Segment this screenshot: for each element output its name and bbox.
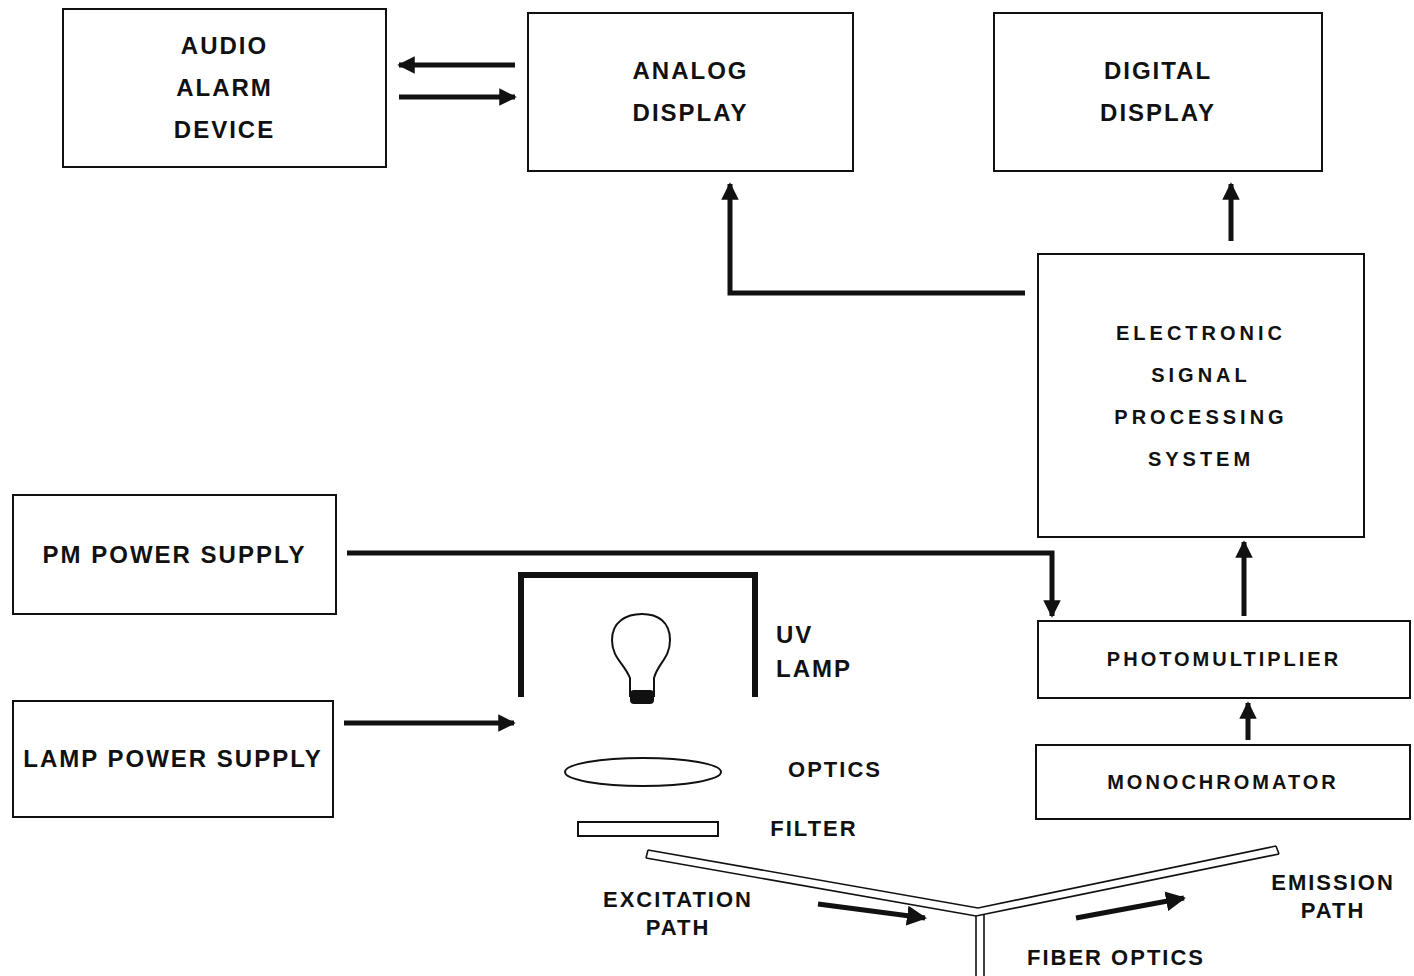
part-label: EMISSION PATH <box>1245 869 1414 924</box>
monochromator-box: MONOCHROMATOR <box>1035 744 1411 820</box>
signal-arrow <box>399 63 515 68</box>
signal-arrow <box>347 553 1052 616</box>
box-label: PHOTOMULTIPLIER <box>1107 642 1341 677</box>
box-label: DIGITAL DISPLAY <box>1073 50 1243 134</box>
power-supply-box: LAMP POWER SUPPLY <box>12 700 334 818</box>
signal-arrow <box>1242 542 1247 616</box>
part-label: OPTICS <box>762 756 908 784</box>
display-box: ANALOG DISPLAY <box>527 12 854 172</box>
box-label: MONOCHROMATOR <box>1107 765 1339 800</box>
power-supply-box: PM POWER SUPPLY <box>12 494 337 615</box>
signal-arrow <box>1229 184 1234 241</box>
signal-arrow <box>730 184 1025 293</box>
optics-lens <box>565 758 721 786</box>
part-label: FILTER <box>746 815 882 843</box>
box-label: LAMP POWER SUPPLY <box>23 737 322 780</box>
lamp-housing: UV LAMP <box>518 572 758 697</box>
box-label: AUDIO ALARM DEVICE <box>145 25 305 151</box>
part-label: UV LAMP <box>776 618 866 685</box>
part-label: FIBER OPTICS <box>998 944 1234 972</box>
signal-arrow <box>399 95 515 100</box>
signal-arrow <box>1246 703 1251 740</box>
box-label: ELECTRONIC SIGNAL PROCESSING SYSTEM <box>1081 312 1321 480</box>
signal-arrow <box>344 721 514 726</box>
excitation-arrow <box>818 904 925 918</box>
detector-box: PHOTOMULTIPLIER <box>1037 620 1411 699</box>
emission-arrow <box>1076 898 1184 918</box>
part-label: EXCITATION PATH <box>580 886 776 941</box>
filter-plate <box>578 822 718 836</box>
display-box: DIGITAL DISPLAY <box>993 12 1323 172</box>
processor-box: ELECTRONIC SIGNAL PROCESSING SYSTEM <box>1037 253 1365 538</box>
bulb-symbol <box>574 608 704 708</box>
box-label: ANALOG DISPLAY <box>596 50 786 134</box>
alarm-box: AUDIO ALARM DEVICE <box>62 8 387 168</box>
box-label: PM POWER SUPPLY <box>43 533 307 576</box>
